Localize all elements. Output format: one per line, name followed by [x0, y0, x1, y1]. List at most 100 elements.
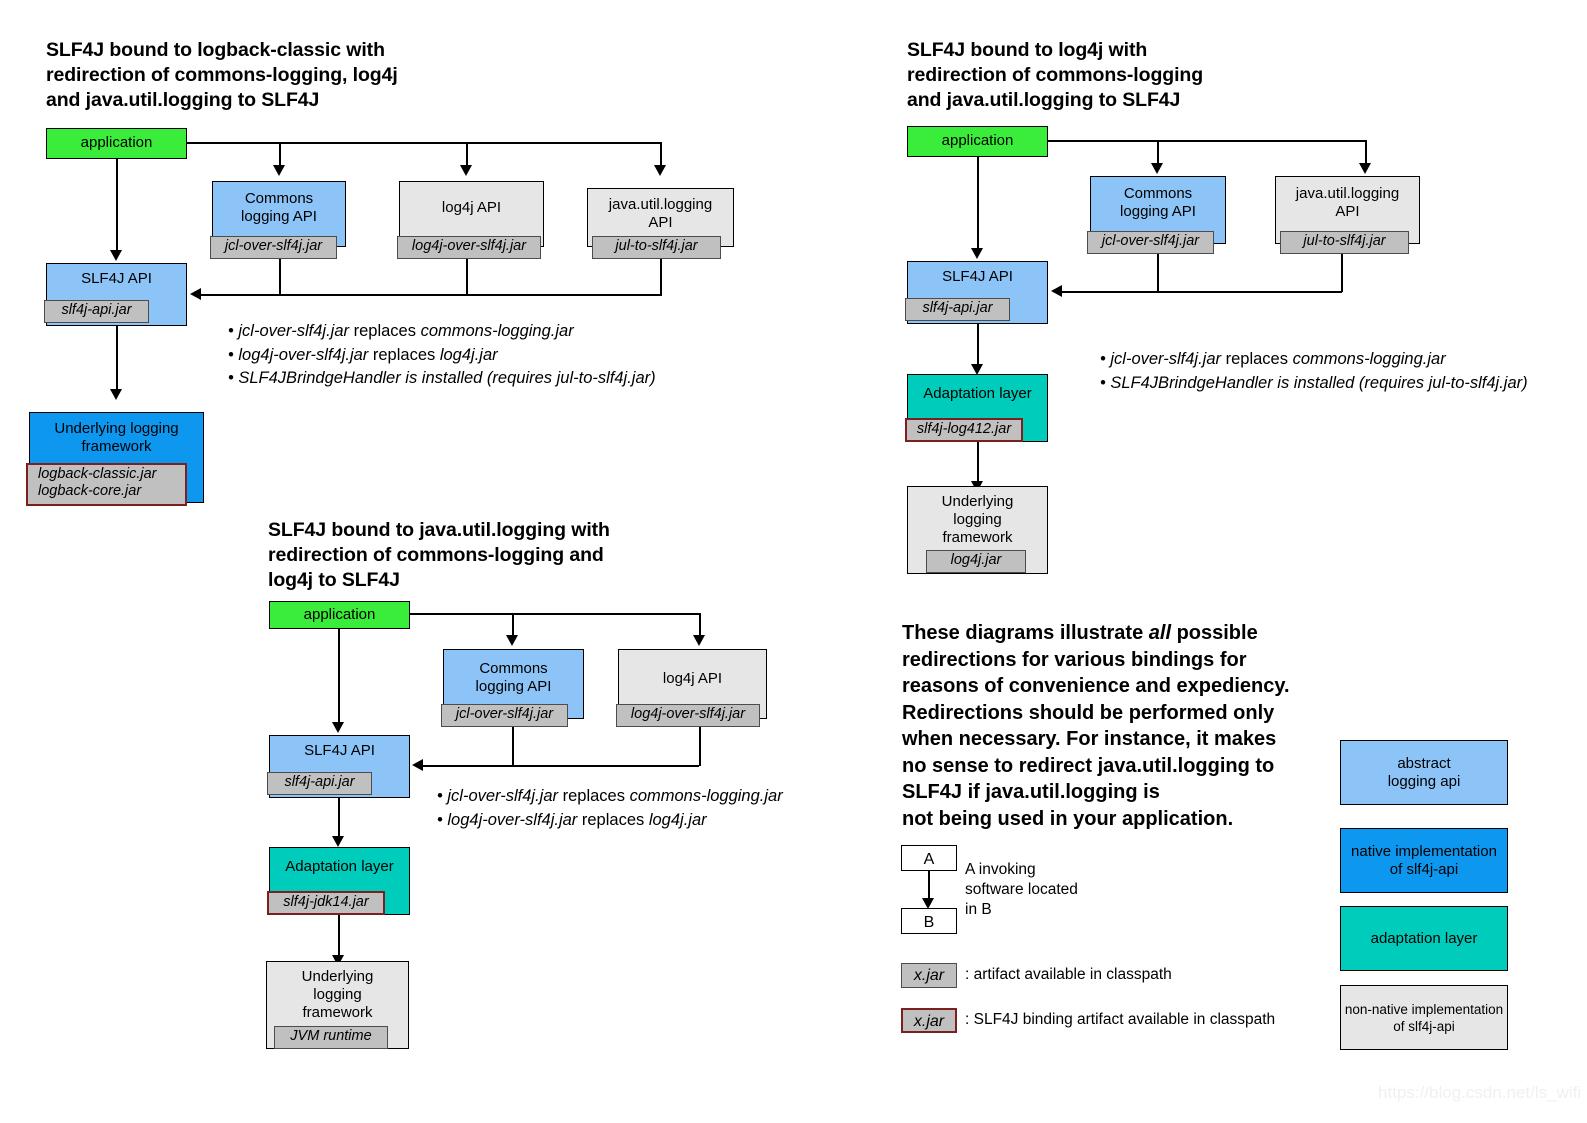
connector — [977, 157, 979, 252]
diagram2-slf4j-api-jar: slf4j-api.jar — [905, 298, 1010, 321]
connector — [1157, 140, 1159, 168]
diagram3-notes: • jcl-over-slf4j.jar replaces commons-lo… — [437, 785, 783, 832]
connector — [928, 871, 930, 903]
node-label: application — [303, 606, 376, 623]
explanatory-paragraph: These diagrams illustrate all possible r… — [902, 620, 1332, 832]
arrow-icon — [332, 836, 344, 847]
connector — [466, 259, 468, 295]
node-label: Commons logging API — [475, 660, 552, 695]
diagram1-logback-jars: logback-classic.jar logback-core.jar — [26, 463, 187, 506]
node-label: application — [941, 132, 1014, 149]
arrow-icon — [1359, 163, 1371, 174]
node-label: Underlying logging framework — [301, 968, 374, 1021]
note-row: • SLF4JBrindgeHandler is installed (requ… — [228, 369, 656, 387]
note-em2: commons-logging.jar — [629, 787, 783, 805]
node-label: Adaptation layer — [285, 858, 394, 875]
connector — [977, 442, 979, 486]
note-plain: replaces — [577, 810, 649, 829]
diagram3-jvm-runtime-jar: JVM runtime — [274, 1026, 388, 1049]
legend-swatch-adaptation-layer: adaptation layer — [1340, 906, 1508, 971]
arrow-icon — [332, 955, 344, 966]
connector — [977, 324, 979, 369]
note-plain: replaces — [349, 322, 421, 340]
diagram1-log4j-over-slf4j-jar: log4j-over-slf4j.jar — [397, 236, 541, 259]
arrow-icon — [971, 364, 983, 375]
connector — [699, 727, 701, 766]
node-label: application — [80, 134, 153, 151]
connector — [660, 142, 662, 170]
legend-node-b: B — [901, 908, 957, 934]
swatch-label: non-native implementation of slf4j-api — [1344, 1001, 1504, 1034]
node-label: Commons logging API — [241, 190, 317, 225]
diagram1-jul-to-slf4j-jar: jul-to-slf4j.jar — [592, 236, 721, 259]
connector — [466, 142, 468, 170]
diagram2-slf4j-log412-jar: slf4j-log412.jar — [905, 418, 1023, 442]
connector — [1365, 140, 1367, 168]
note-plain: replaces — [1221, 350, 1293, 368]
node-label: SLF4J API — [81, 270, 152, 287]
arrow-icon — [273, 165, 285, 176]
node-label: log4j API — [662, 670, 723, 687]
note-row: • jcl-over-slf4j.jar replaces commons-lo… — [437, 787, 783, 805]
connector — [422, 765, 699, 767]
note-em2: log4j.jar — [648, 810, 707, 829]
node-label: java.util.logging API — [608, 196, 713, 231]
legend-binding-jar: x.jar — [901, 1008, 957, 1033]
node-label: SLF4J API — [942, 268, 1013, 285]
connector — [338, 915, 340, 960]
note-plain: replaces — [368, 345, 440, 364]
diagram2-application-node: application — [907, 126, 1048, 157]
watermark: https://blog.csdn.net/ls_wifi — [1378, 1083, 1582, 1102]
arrow-icon — [332, 722, 344, 733]
connector — [338, 629, 340, 725]
diagram3-jcl-over-slf4j-jar: jcl-over-slf4j.jar — [441, 704, 568, 727]
connector — [1157, 254, 1159, 292]
connector — [660, 259, 662, 295]
diagram3-slf4j-api-jar: slf4j-api.jar — [267, 772, 372, 795]
connector — [116, 326, 118, 394]
diagram1-jcl-over-slf4j-jar: jcl-over-slf4j.jar — [210, 236, 337, 259]
note-em2: log4j.jar — [439, 345, 498, 364]
legend-artifact-text: : artifact available in classpath — [965, 966, 1172, 983]
note-plain: replaces — [558, 787, 630, 805]
node-label: SLF4J API — [304, 742, 375, 759]
node-label: Adaptation layer — [923, 385, 1032, 402]
diagram3-slf4j-jdk14-jar: slf4j-jdk14.jar — [267, 891, 385, 915]
diagram1-application-node: application — [46, 128, 187, 159]
connector — [410, 613, 700, 615]
paragraph-line2: possible redirections for various bindin… — [902, 622, 1290, 830]
connector — [338, 798, 340, 841]
legend-invoking-text: A invoking software located in B — [965, 861, 1078, 918]
arrow-icon — [412, 759, 423, 771]
connector — [1048, 140, 1366, 142]
connector — [279, 259, 281, 295]
legend-node-a: A — [901, 845, 957, 871]
swatch-label: native implementation of slf4j-api — [1351, 842, 1497, 878]
diagram1-slf4j-api-jar: slf4j-api.jar — [44, 300, 149, 323]
note-em: jcl-over-slf4j.jar — [238, 322, 350, 340]
arrow-icon — [460, 165, 472, 176]
connector — [699, 613, 701, 639]
node-label: Commons logging API — [1120, 185, 1196, 220]
arrow-icon — [922, 898, 934, 909]
swatch-label: adaptation layer — [1370, 929, 1478, 947]
note-em2: commons-logging.jar — [1292, 350, 1446, 368]
arrow-icon — [190, 288, 201, 300]
connector — [512, 727, 514, 766]
diagram1-notes: • jcl-over-slf4j.jar replaces commons-lo… — [228, 320, 656, 391]
arrow-icon — [110, 250, 122, 261]
node-label: Underlying logging framework — [54, 420, 179, 455]
diagram2-jul-to-slf4j-jar: jul-to-slf4j.jar — [1280, 231, 1409, 254]
note-em: jcl-over-slf4j.jar — [1110, 350, 1222, 368]
connector — [200, 294, 662, 296]
note-em: SLF4JBrindgeHandler is installed (requir… — [1110, 373, 1528, 392]
arrow-icon — [506, 635, 518, 646]
diagram3-application-node: application — [269, 601, 410, 629]
node-label: java.util.logging API — [1295, 185, 1400, 220]
arrow-icon — [971, 248, 983, 259]
note-em2: commons-logging.jar — [420, 322, 574, 340]
connector — [1061, 291, 1342, 293]
arrow-icon — [693, 635, 705, 646]
connector — [279, 142, 281, 170]
